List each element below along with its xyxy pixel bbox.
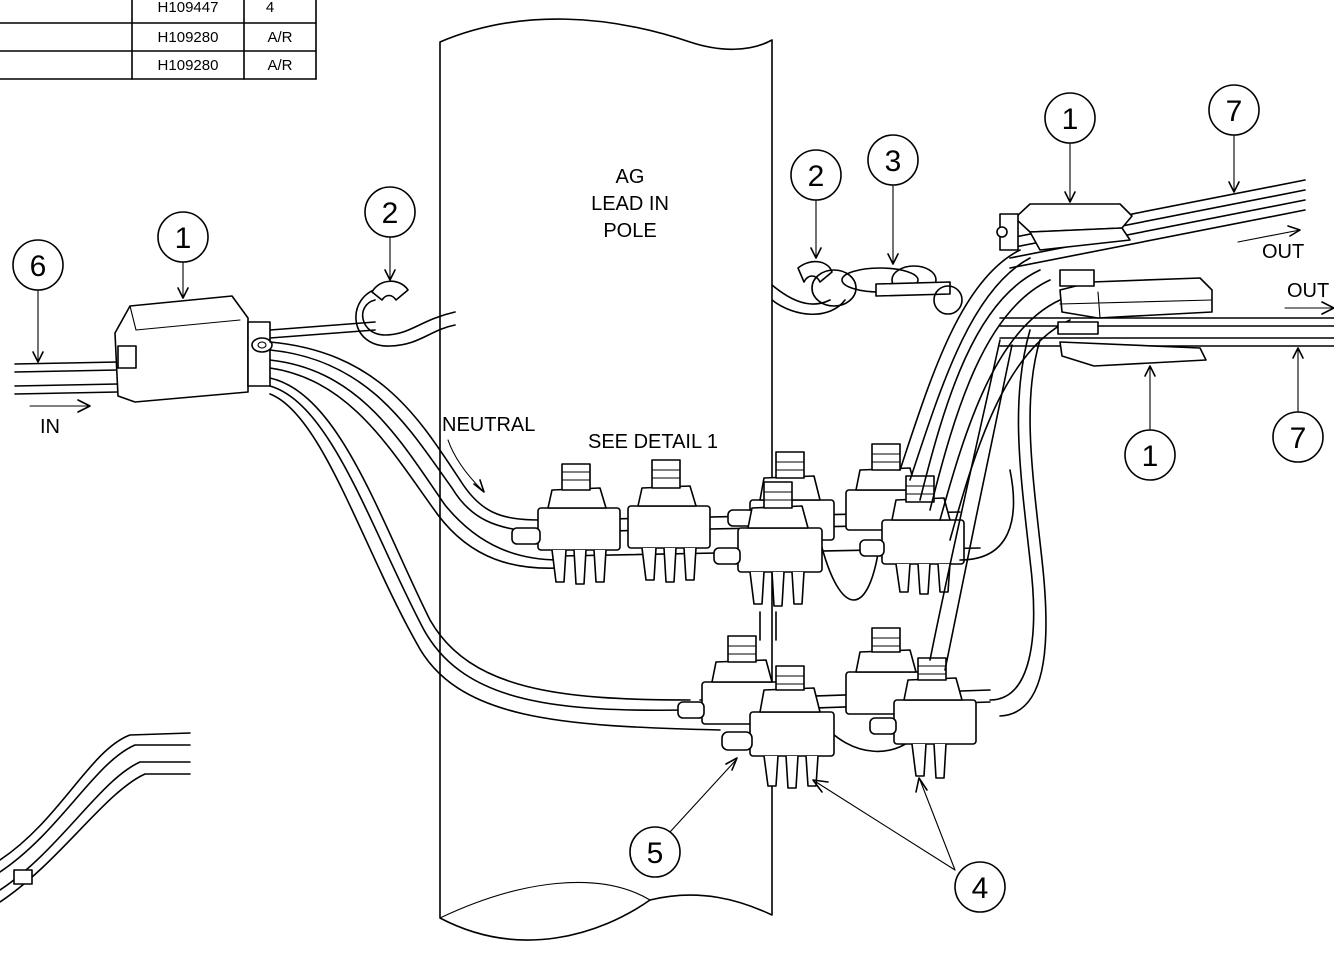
leader-lines (32, 129, 1304, 871)
part-number-cell: H109447 (158, 0, 219, 16)
out-label-lower: OUT (1287, 280, 1329, 302)
callout-2-right: 2 (790, 149, 842, 201)
quantity-cell: 4 (266, 0, 274, 16)
incoming-cable (14, 361, 119, 395)
svg-text:2: 2 (382, 197, 399, 230)
svg-text:3: 3 (885, 145, 902, 178)
parts-table-row: H109280 A/R (158, 29, 293, 46)
dead-end-clamp-top-right (996, 203, 1133, 251)
quantity-cell: A/R (267, 29, 292, 46)
parts-table-row: H109447 4 (158, 0, 275, 16)
dead-end-clamp-bottom-right (1057, 321, 1207, 367)
svg-text:5: 5 (647, 837, 664, 870)
insulation-piercing-connector (713, 481, 823, 607)
service-drop-cables (269, 341, 721, 731)
pole-hook-left (355, 280, 456, 347)
insulation-piercing-connector (859, 475, 965, 595)
insulation-piercing-connector (511, 463, 621, 585)
pole: AG LEAD IN POLE (439, 18, 773, 941)
callout-1-left: 1 (157, 211, 209, 263)
part-number-cell: H109280 (158, 29, 219, 46)
dead-end-clamp-left (114, 295, 273, 403)
callout-1-bottom-right: 1 (1124, 429, 1176, 481)
svg-text:6: 6 (30, 250, 47, 283)
service-drop-lower-left (0, 732, 191, 903)
dead-end-clamp-middle-right (1059, 269, 1213, 319)
parts-table: H109447 4 H109280 A/R H109280 A/R (0, 0, 317, 80)
callout-3: 3 (867, 134, 919, 186)
callout-7-bottom: 7 (1272, 411, 1324, 463)
callout-6: 6 (12, 239, 64, 291)
callout-4: 4 (954, 861, 1006, 913)
svg-text:2: 2 (808, 160, 825, 193)
callout-1-top-right: 1 (1044, 92, 1096, 144)
extension-link (841, 265, 963, 315)
out-label-upper: OUT (1262, 241, 1304, 263)
callout-2-left: 2 (364, 186, 416, 238)
callout-7-top: 7 (1208, 84, 1260, 136)
pole-label-line: AG (616, 166, 645, 188)
direction-arrow-in (29, 399, 91, 413)
insulation-piercing-connector (869, 657, 977, 779)
see-detail-label: SEE DETAIL 1 (588, 431, 718, 453)
svg-text:7: 7 (1226, 95, 1243, 128)
svg-text:1: 1 (1062, 103, 1079, 136)
pole-label-line: LEAD IN (591, 193, 669, 215)
connector-group-upper (511, 443, 965, 607)
svg-text:1: 1 (175, 222, 192, 255)
quantity-cell: A/R (267, 57, 292, 74)
direction-arrow-out-lower (1284, 301, 1334, 315)
svg-text:4: 4 (972, 872, 989, 905)
parts-table-row: H109280 A/R (158, 57, 293, 74)
pole-label-line: POLE (603, 220, 656, 242)
neutral-label: NEUTRAL (442, 414, 535, 436)
in-label: IN (40, 416, 60, 438)
part-number-cell: H109280 (158, 57, 219, 74)
svg-text:7: 7 (1290, 422, 1307, 455)
pole-hook-right (771, 260, 857, 316)
callout-5: 5 (629, 826, 681, 878)
direction-arrow-out-upper (1237, 225, 1301, 243)
riser-cables (759, 249, 1071, 717)
insulation-piercing-connector (627, 459, 711, 583)
connector-group-lower (677, 627, 977, 789)
svg-text:1: 1 (1142, 440, 1159, 473)
insulation-piercing-connector (721, 665, 835, 789)
